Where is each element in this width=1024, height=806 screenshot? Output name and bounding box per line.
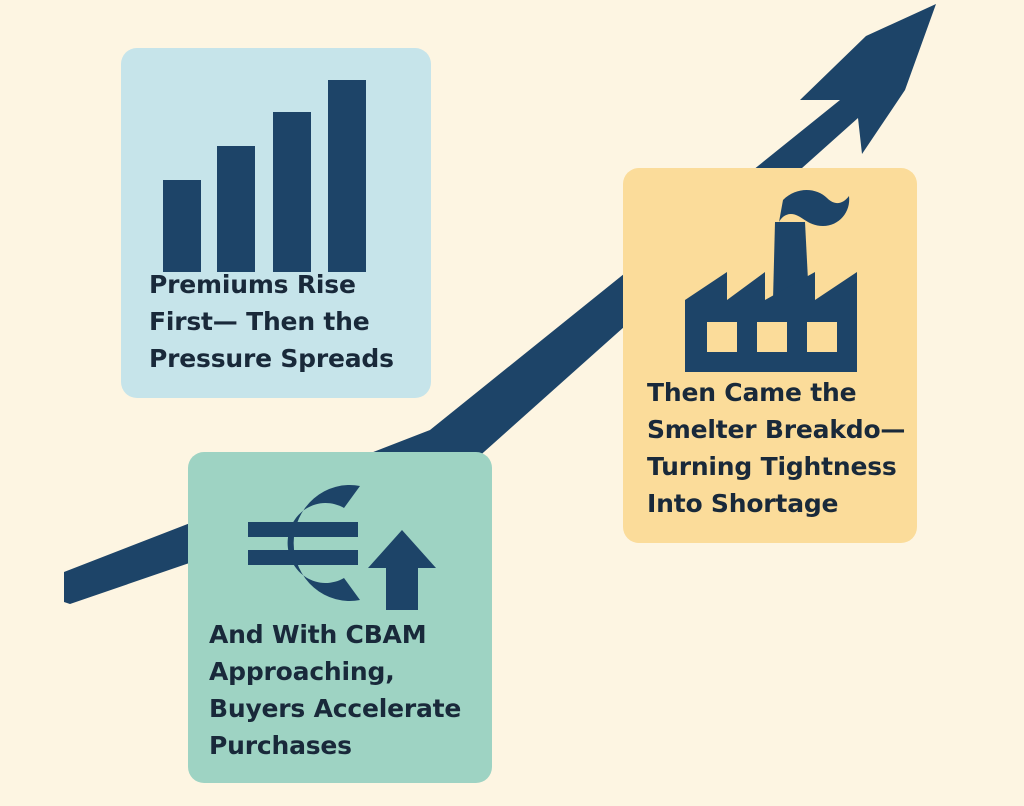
card-cbam[interactable]: And With CBAM Approaching, Buyers Accele… bbox=[188, 452, 492, 783]
bar-chart-icon bbox=[163, 80, 366, 272]
card-smelter[interactable]: Then Came the Smelter Breakdo— Turning T… bbox=[623, 168, 917, 543]
card-cbam-label: And With CBAM Approaching, Buyers Accele… bbox=[209, 620, 462, 760]
card-premiums-label: Premiums Rise First— Then the Pressure S… bbox=[149, 270, 394, 373]
card-smelter-label: Then Came the Smelter Breakdo— Turning T… bbox=[647, 378, 906, 518]
factory-icon bbox=[685, 190, 857, 372]
euro-rising-icon bbox=[248, 485, 436, 610]
card-premiums[interactable]: Premiums Rise First— Then the Pressure S… bbox=[121, 48, 431, 398]
